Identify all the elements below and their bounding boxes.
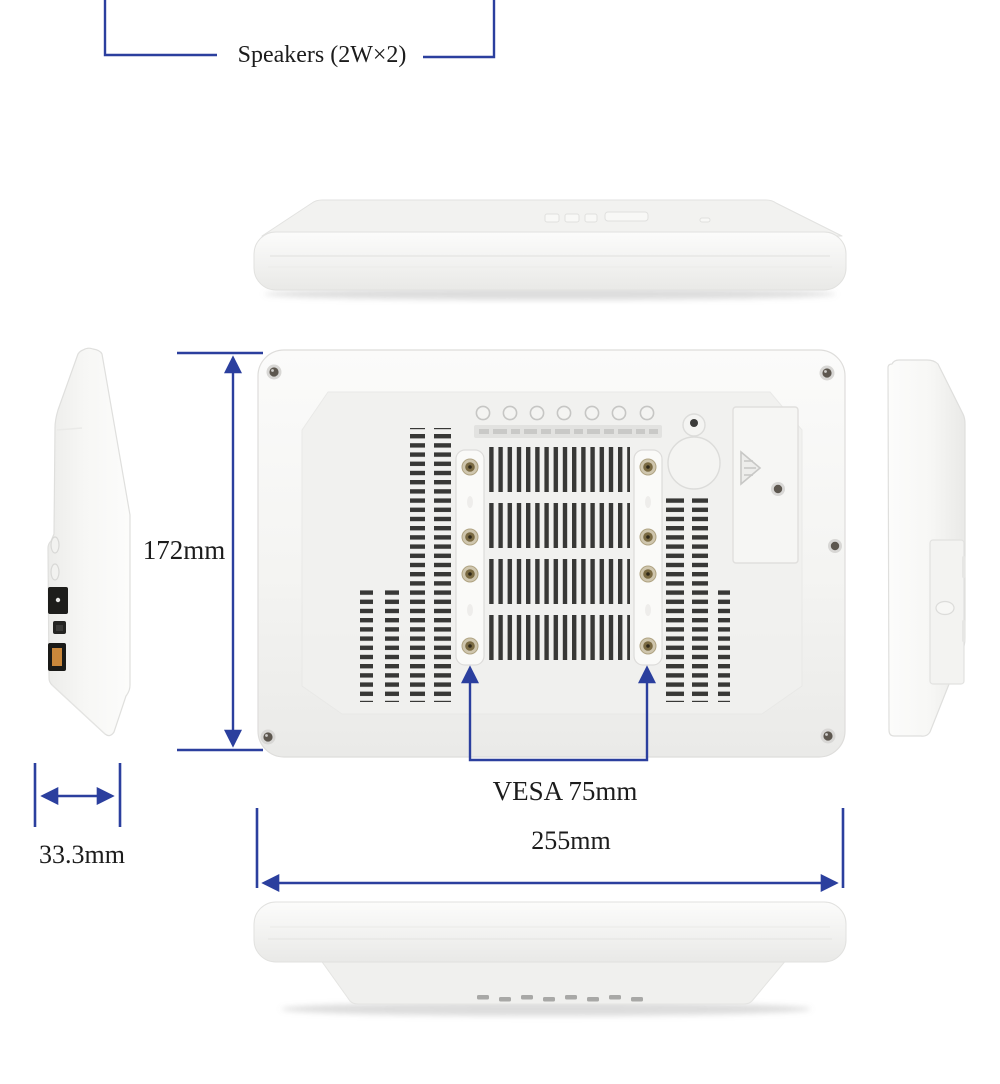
vent-grill: [487, 503, 630, 548]
right-vent-grills: [666, 497, 730, 702]
height-dimension-label: 172mm: [142, 535, 226, 565]
left-vent-grills: [360, 428, 452, 702]
top-edge-buttons: [544, 211, 711, 223]
edge-ridge: [962, 556, 966, 578]
top-view-front-slab: [253, 231, 847, 291]
vent-grill: [666, 590, 684, 702]
vent-grill: [690, 590, 708, 702]
top-notch: [699, 217, 711, 223]
dc-power-jack: [48, 587, 68, 614]
vesa-screw: [461, 565, 479, 583]
edge-screw: [828, 539, 842, 553]
vesa-screw: [639, 528, 657, 546]
left-side-body: [47, 347, 131, 737]
hanger-hole: [667, 413, 721, 490]
vent-grill: [487, 559, 630, 604]
vent-grill: [410, 428, 428, 588]
osd-button: [556, 405, 572, 421]
top-button: [584, 213, 598, 223]
corner-screws: [260, 364, 836, 745]
vesa-screw: [461, 458, 479, 476]
vent-grill: [434, 428, 452, 588]
vent-grill: [666, 497, 684, 588]
top-button: [544, 213, 560, 223]
mini-usb-port: [53, 621, 66, 634]
vent-grill: [690, 497, 708, 588]
bottom-view-back-surface: [319, 958, 788, 1005]
bottom-view: [253, 901, 847, 1016]
osd-button: [639, 405, 655, 421]
left-side-view: [47, 347, 131, 737]
bottom-vent-dashes: [477, 995, 643, 1002]
io-label-strip: [474, 425, 662, 438]
width-dimension-label: 255mm: [531, 826, 611, 855]
vesa-screw: [461, 637, 479, 655]
side-button: [50, 536, 60, 554]
vent-grill: [434, 590, 452, 702]
vent-grill: [714, 590, 730, 702]
center-vent-grills: [487, 447, 630, 660]
side-seam-line: [56, 427, 83, 431]
osd-button-row: [475, 405, 655, 421]
bottom-view-front-slab: [253, 901, 847, 963]
vent-grill: [410, 590, 428, 702]
cover-screw: [771, 482, 785, 496]
side-cover-panel: [732, 406, 799, 564]
osd-button: [584, 405, 600, 421]
vesa-screw: [461, 528, 479, 546]
corner-screw: [260, 729, 276, 745]
vent-grill: [385, 590, 403, 702]
back-view: [257, 349, 846, 758]
osd-button: [502, 405, 518, 421]
top-view: [253, 199, 847, 300]
vent-grill: [487, 447, 630, 492]
usb-a-port: [48, 643, 66, 671]
cover-knob: [935, 600, 955, 616]
side-button: [50, 563, 60, 581]
depth-dimension-label: 33.3mm: [39, 840, 125, 869]
vesa-screw: [639, 637, 657, 655]
corner-screw: [819, 365, 835, 381]
cover-grip-icon: [740, 450, 762, 486]
top-button: [564, 213, 580, 223]
vesa-rail-right: [633, 449, 663, 666]
vesa-screw: [639, 565, 657, 583]
corner-screw: [820, 728, 836, 744]
vesa-screw: [639, 458, 657, 476]
top-button-bar: [604, 211, 649, 222]
top-view-shadow: [264, 288, 836, 300]
osd-button: [529, 405, 545, 421]
edge-ridge: [962, 620, 966, 642]
vent-grill: [487, 615, 630, 660]
speakers-callout-left: [103, 0, 217, 57]
corner-screw: [266, 364, 282, 380]
vesa-rail-left: [455, 449, 485, 666]
right-side-view: [887, 359, 966, 737]
vesa-dimension-label: VESA 75mm: [492, 776, 638, 806]
speakers-annotation-label: Speakers (2W×2): [237, 42, 407, 68]
vent-grill: [360, 590, 378, 702]
osd-button: [475, 405, 491, 421]
side-foot-edge: [51, 684, 106, 735]
speakers-callout-right: [423, 0, 496, 59]
bottom-view-shadow: [281, 1002, 811, 1016]
osd-button: [611, 405, 627, 421]
